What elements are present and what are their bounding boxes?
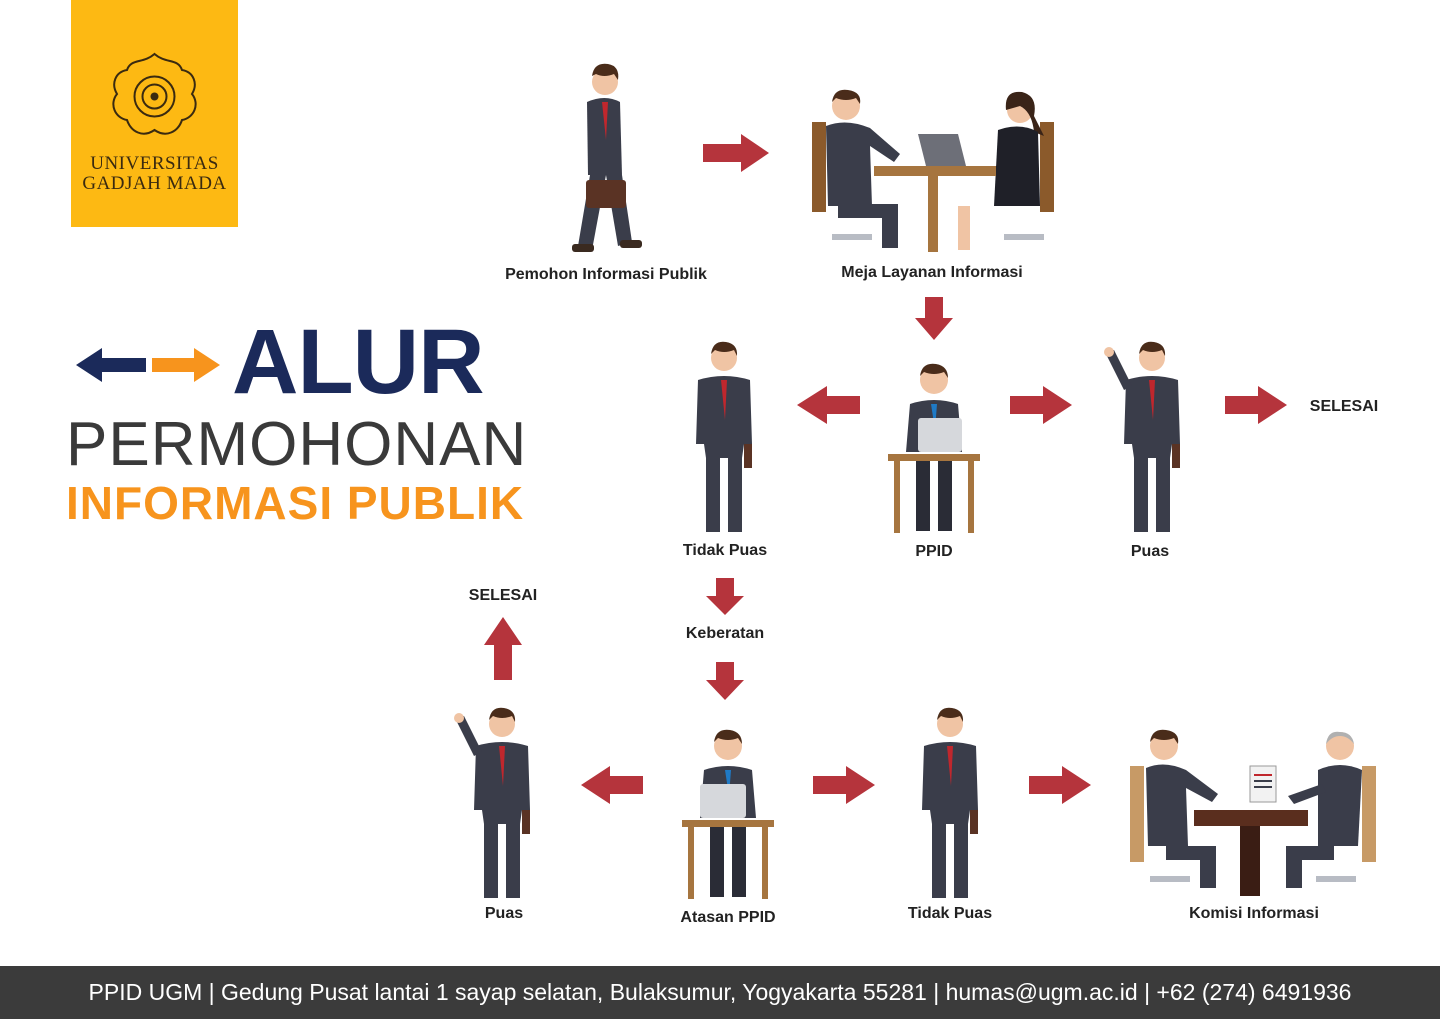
label-puas-2: Puas: [484, 905, 524, 922]
logo-line-2: GADJAH MADA: [82, 173, 227, 194]
service-desk-icon: [812, 89, 1054, 252]
label-ppid: PPID: [915, 543, 953, 560]
label-tidak-puas-2: Tidak Puas: [907, 905, 993, 922]
label-meja-layanan: Meja Layanan Informasi: [841, 264, 1023, 281]
satisfied-man-icon-2: [454, 707, 530, 898]
footer-bar: PPID UGM | Gedung Pusat lantai 1 sayap s…: [0, 966, 1440, 1019]
label-tidak-puas-1: Tidak Puas: [682, 542, 768, 559]
title-line-3: INFORMASI PUBLIK: [66, 477, 525, 529]
unsatisfied-man-icon: [696, 341, 752, 532]
seal-icon: [112, 52, 197, 135]
label-keberatan: Keberatan: [685, 625, 765, 642]
title-main: ALUR: [232, 311, 485, 413]
label-pemohon: Pemohon Informasi Publik: [505, 266, 707, 283]
left-arrow-icon: [76, 348, 146, 382]
supervisor-ppid-icon: [682, 729, 774, 899]
walking-man-icon: [572, 63, 642, 252]
label-atasan-ppid: Atasan PPID: [680, 909, 776, 926]
logo-line-1: UNIVERSITAS: [90, 153, 219, 174]
satisfied-man-icon: [1104, 341, 1180, 532]
label-komisi-informasi: Komisi Informasi: [1189, 905, 1319, 922]
label-selesai-1: SELESAI: [1309, 398, 1379, 415]
title-line-2: PERMOHONAN: [66, 410, 528, 479]
unsatisfied-man-icon-2: [922, 707, 978, 898]
label-selesai-2: SELESAI: [468, 587, 538, 604]
ppid-officer-icon: [888, 363, 980, 533]
right-arrow-icon: [152, 348, 220, 382]
label-puas-1: Puas: [1130, 543, 1170, 560]
information-commission-icon: [1130, 729, 1376, 896]
university-logo: UNIVERSITAS GADJAH MADA: [71, 0, 238, 227]
footer-contact: PPID UGM | Gedung Pusat lantai 1 sayap s…: [88, 979, 1352, 1005]
